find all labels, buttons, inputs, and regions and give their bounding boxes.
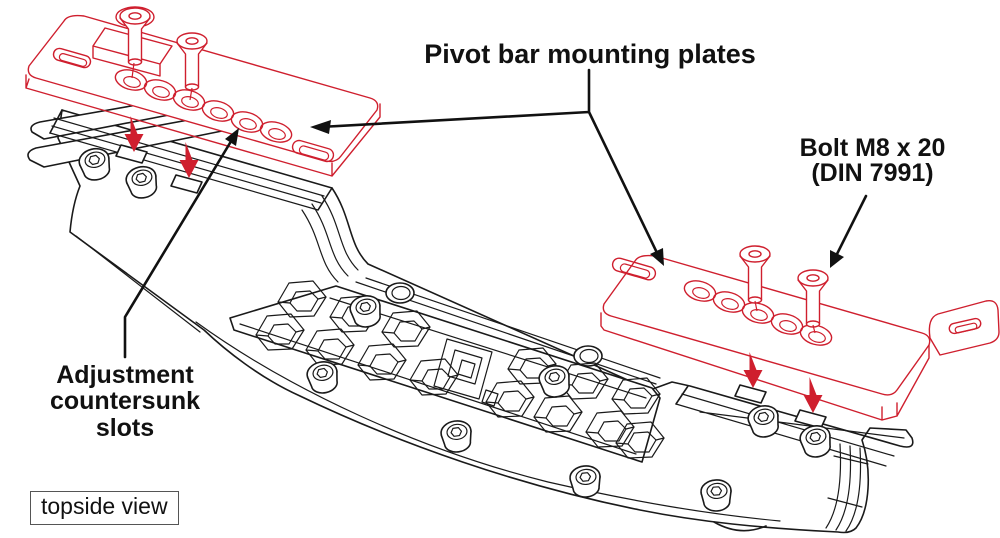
left-rail bbox=[49, 109, 333, 211]
maker-logo bbox=[433, 338, 499, 407]
socket-bolt bbox=[385, 282, 603, 367]
adjustment-countersunk-holes bbox=[683, 280, 833, 346]
hex-band bbox=[229, 280, 665, 463]
bracket-arm bbox=[27, 115, 223, 168]
bolt-spec-label: Bolt M8 x 20 (DIN 7991) bbox=[765, 136, 980, 186]
countersunk-slot bbox=[734, 384, 767, 404]
adjustment-label-line3: slots bbox=[95, 413, 155, 442]
adjustment-label-line2: countersunk bbox=[49, 387, 201, 416]
bolt-spec-line1: Bolt M8 x 20 bbox=[799, 134, 946, 162]
left-mounting-plate bbox=[25, 6, 381, 178]
right-rail bbox=[675, 384, 905, 467]
hook-fingers bbox=[825, 443, 869, 532]
adjustment-slots-label: Adjustment countersunk slots bbox=[15, 362, 235, 441]
countersunk-slot bbox=[115, 144, 148, 164]
bolt-spec-line2: (DIN 7991) bbox=[811, 159, 934, 187]
plate-slot bbox=[52, 47, 335, 163]
countersunk-slot bbox=[170, 174, 203, 194]
plate-slot bbox=[611, 257, 982, 335]
view-name-badge: topside view bbox=[30, 491, 179, 525]
right-mounting-plate bbox=[600, 245, 1000, 421]
plate-end-tab bbox=[928, 300, 1000, 356]
insertion-arrow bbox=[803, 377, 823, 413]
pivot-plates-label: Pivot bar mounting plates bbox=[424, 39, 756, 69]
leader-lines bbox=[123, 68, 868, 359]
adjustment-label-line1: Adjustment bbox=[56, 361, 194, 389]
bracket-body bbox=[57, 109, 914, 534]
